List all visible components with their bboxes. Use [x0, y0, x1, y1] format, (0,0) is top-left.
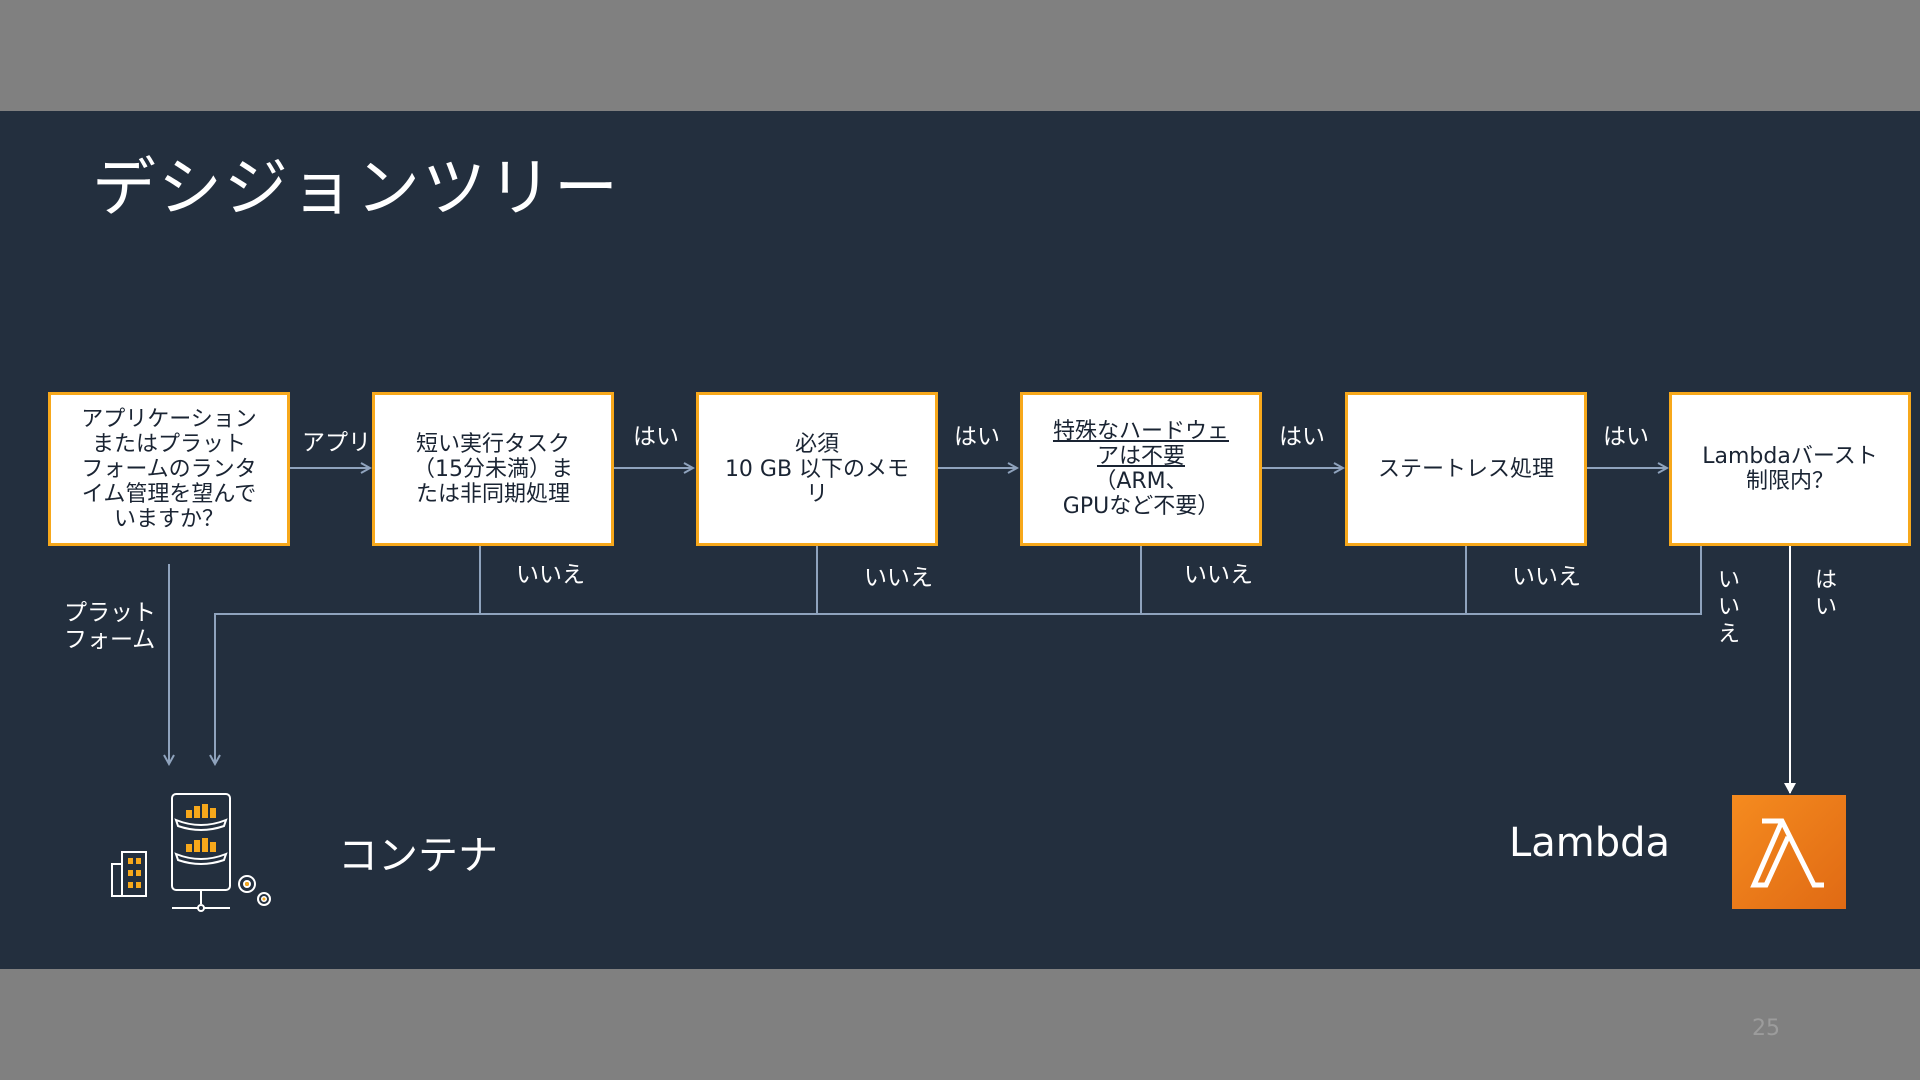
node-stateless: ステートレス処理 [1345, 392, 1587, 546]
label-no-6: いいえ [1717, 568, 1740, 647]
label-yes-3: はい [1279, 424, 1325, 450]
label-app: アプリ [302, 430, 371, 456]
no-bus-line [215, 546, 1702, 764]
lambda-icon [1732, 795, 1846, 909]
node-runtime-management: アプリケーションまたはプラットフォームのランタイム管理を望んでいますか？ [48, 392, 290, 546]
node-special-hardware: 特殊なハードウェ アは不要 （ARM、 GPUなど不要） [1020, 392, 1262, 546]
label-no-2: いいえ [516, 562, 585, 588]
label-no-5: いいえ [1512, 564, 1581, 590]
slide-background [0, 111, 1920, 969]
result-lambda-label: Lambda [1509, 820, 1671, 866]
page-number: 25 [1752, 1016, 1780, 1041]
label-yes-5: はい [1814, 568, 1837, 620]
container-icon [111, 793, 271, 912]
label-no-3: いいえ [864, 565, 933, 591]
label-yes-2: はい [954, 424, 1000, 450]
label-yes-1: はい [633, 424, 679, 450]
label-no-4: いいえ [1184, 562, 1253, 588]
node-short-task: 短い実行タスク（15分未満）または非同期処理 [372, 392, 614, 546]
label-platform: プラット フォーム [64, 600, 156, 653]
result-container-label: コンテナ [338, 833, 498, 879]
slide-title: デシジョンツリー [92, 152, 620, 226]
node-burst-limit: Lambdaバースト制限内？ [1669, 392, 1911, 546]
label-yes-4: はい [1603, 424, 1649, 450]
